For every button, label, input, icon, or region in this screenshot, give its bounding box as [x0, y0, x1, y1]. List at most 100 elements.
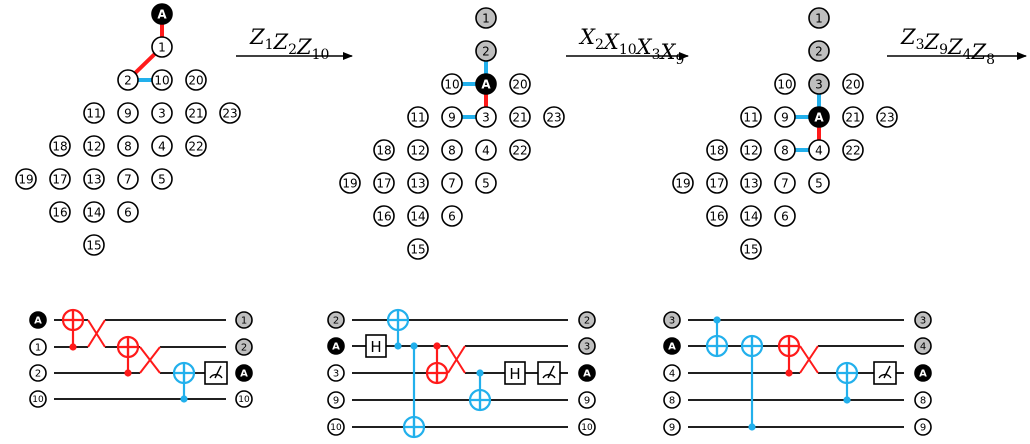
- circuit-output-ancilla: A: [235, 364, 253, 382]
- svg-text:4: 4: [669, 369, 675, 380]
- qubit-node-9: 9: [441, 106, 463, 128]
- qubit-node-9: 9: [117, 102, 139, 124]
- svg-text:3: 3: [333, 369, 339, 380]
- circuit-output-2: 2: [578, 311, 596, 329]
- svg-text:8: 8: [448, 143, 456, 157]
- svg-text:15: 15: [743, 242, 758, 256]
- circuit-input-ancilla: A: [29, 311, 47, 329]
- qubit-node-16: 16: [373, 205, 395, 227]
- operator-label: Z1Z2Z10: [249, 25, 329, 63]
- circuit-input-8: 8: [663, 391, 681, 409]
- ancilla-node: A: [151, 3, 173, 25]
- svg-text:A: A: [34, 316, 42, 327]
- qubit-node-8: 8: [774, 139, 796, 161]
- qubit-node-22: 22: [509, 139, 531, 161]
- svg-text:7: 7: [448, 176, 456, 190]
- svg-text:10: 10: [330, 423, 342, 433]
- circuit-input-2: 2: [29, 364, 47, 382]
- svg-text:11: 11: [410, 110, 425, 124]
- svg-text:22: 22: [845, 143, 860, 157]
- svg-text:1: 1: [241, 316, 247, 327]
- cnot-gate: [777, 334, 801, 377]
- circuit-input-ancilla: A: [327, 337, 345, 355]
- svg-text:17: 17: [709, 176, 724, 190]
- svg-text:23: 23: [222, 106, 237, 120]
- hadamard-gate: H: [504, 361, 526, 385]
- svg-text:12: 12: [743, 143, 758, 157]
- svg-text:9: 9: [448, 110, 456, 124]
- svg-text:13: 13: [410, 176, 425, 190]
- svg-text:14: 14: [410, 209, 425, 223]
- qubit-node-12: 12: [407, 139, 429, 161]
- cnot-gate: [116, 335, 140, 377]
- cnot-gate: [468, 369, 492, 412]
- circuit-input-3: 3: [663, 311, 681, 329]
- svg-text:21: 21: [512, 110, 527, 124]
- svg-text:4: 4: [482, 143, 490, 157]
- svg-text:14: 14: [86, 205, 101, 219]
- ancilla-node: A: [475, 73, 497, 95]
- svg-text:17: 17: [376, 176, 391, 190]
- svg-text:14: 14: [743, 209, 758, 223]
- circuit-output-ancilla: A: [914, 364, 932, 382]
- qubit-node-5: 5: [808, 172, 830, 194]
- svg-text:21: 21: [845, 110, 860, 124]
- swap-gate: [447, 345, 466, 374]
- circuit-input-10: 10: [29, 390, 47, 408]
- swap-gate: [139, 346, 161, 374]
- qubit-node-21: 21: [509, 106, 531, 128]
- qubit-node-2: 2: [475, 40, 497, 62]
- circuit-output-8: 8: [914, 391, 932, 409]
- qubit-node-17: 17: [706, 172, 728, 194]
- svg-text:A: A: [814, 110, 824, 124]
- svg-text:8: 8: [920, 396, 926, 407]
- swap-gate: [87, 319, 106, 348]
- qubit-node-13: 13: [83, 168, 105, 190]
- svg-text:7: 7: [124, 172, 132, 186]
- svg-text:2: 2: [584, 316, 590, 327]
- qubit-node-12: 12: [83, 135, 105, 157]
- qubit-node-2: 2: [808, 40, 830, 62]
- svg-text:9: 9: [124, 106, 132, 120]
- svg-text:20: 20: [845, 77, 860, 91]
- svg-text:3: 3: [158, 106, 166, 120]
- svg-text:13: 13: [86, 172, 101, 186]
- cnot-gate: [835, 361, 859, 404]
- svg-text:2: 2: [815, 44, 823, 58]
- svg-text:12: 12: [86, 139, 101, 153]
- circuit-input-3: 3: [327, 364, 345, 382]
- qubit-node-11: 11: [407, 106, 429, 128]
- svg-text:19: 19: [18, 172, 33, 186]
- operator-label: Z3Z9Z4Z8: [900, 25, 995, 68]
- qubit-node-16: 16: [49, 201, 71, 223]
- hadamard-gate: H: [365, 334, 387, 358]
- svg-text:A: A: [919, 369, 927, 380]
- qubit-node-3: 3: [808, 73, 830, 95]
- cnot-gate: [61, 308, 85, 351]
- svg-text:9: 9: [669, 423, 675, 434]
- svg-text:18: 18: [376, 143, 391, 157]
- qubit-node-12: 12: [740, 139, 762, 161]
- circuit-output-3: 3: [578, 337, 596, 355]
- qubit-node-11: 11: [740, 106, 762, 128]
- qubit-node-4: 4: [808, 139, 830, 161]
- svg-text:18: 18: [52, 139, 67, 153]
- svg-text:21: 21: [188, 106, 203, 120]
- operator-label: X2X10X3X9: [578, 25, 684, 68]
- svg-text:13: 13: [743, 176, 758, 190]
- qubit-node-20: 20: [842, 73, 864, 95]
- circuit-input-1: 1: [29, 338, 47, 356]
- qubit-node-23: 23: [219, 102, 241, 124]
- qubit-node-4: 4: [475, 139, 497, 161]
- cnot-gate: [386, 308, 410, 350]
- circuit-output-2: 2: [235, 338, 253, 356]
- svg-text:15: 15: [410, 242, 425, 256]
- circuit-output-3: 3: [914, 311, 932, 329]
- svg-text:9: 9: [920, 423, 926, 434]
- qubit-node-10: 10: [151, 69, 173, 91]
- svg-text:22: 22: [188, 139, 203, 153]
- step-arrows: Z1Z2Z10 X2X10X3X9 Z3Z9Z4Z8: [236, 25, 1027, 68]
- circuit-input-10: 10: [327, 418, 345, 436]
- qubit-node-10: 10: [441, 73, 463, 95]
